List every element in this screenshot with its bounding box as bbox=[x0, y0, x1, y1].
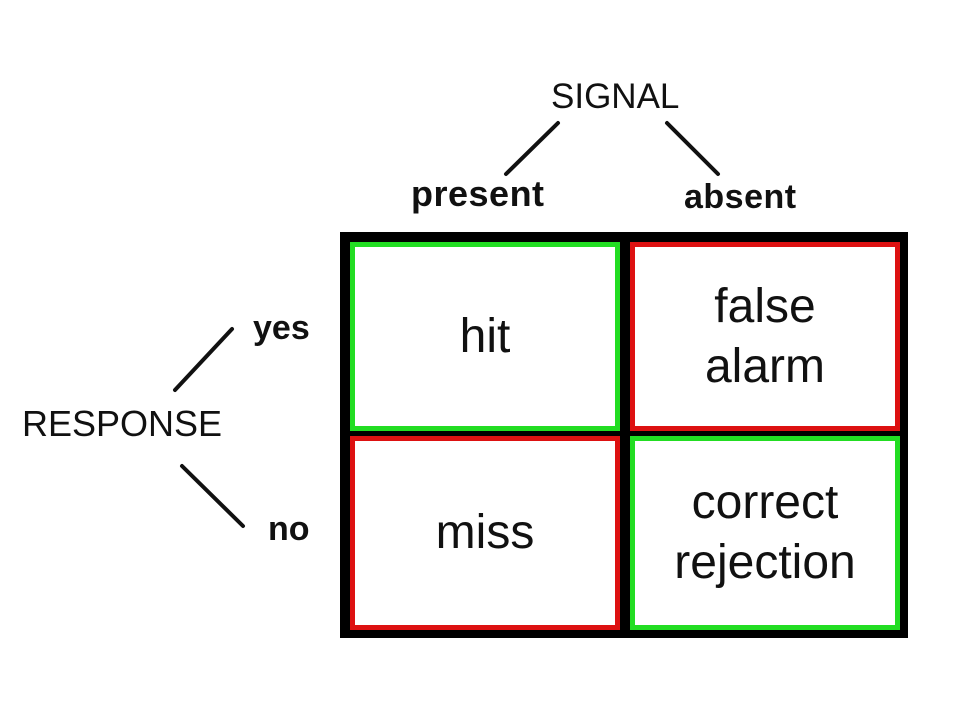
response-yes-connector bbox=[173, 327, 234, 392]
cell-correct-rejection-line-2: rejection bbox=[674, 536, 856, 589]
cell-correct-rejection-line-1: correct bbox=[691, 476, 839, 529]
response-label: RESPONSE bbox=[22, 403, 223, 444]
row-label-no: no bbox=[268, 510, 310, 548]
signal-absent-connector bbox=[665, 121, 720, 176]
cell-correct-rejection: correct rejection bbox=[630, 436, 900, 630]
cell-hit-text: hit bbox=[460, 307, 511, 367]
signal-present-connector bbox=[504, 121, 560, 176]
cell-miss-line-1: miss bbox=[435, 506, 535, 559]
cell-hit-line-1: hit bbox=[459, 309, 511, 363]
row-label-yes: yes bbox=[253, 309, 310, 347]
cell-false-alarm-text: false alarm bbox=[705, 277, 825, 397]
cell-miss-text: miss bbox=[436, 503, 535, 563]
outcome-matrix: hit false alarm miss correct rejection bbox=[340, 232, 908, 638]
response-no-connector bbox=[180, 464, 245, 528]
cell-false-alarm: false alarm bbox=[630, 242, 900, 431]
cell-hit: hit bbox=[350, 242, 620, 431]
cell-false-alarm-line-2: alarm bbox=[704, 339, 826, 393]
column-label-present: present bbox=[411, 173, 545, 214]
column-label-absent: absent bbox=[684, 178, 797, 216]
signal-label: SIGNAL bbox=[551, 77, 680, 116]
cell-miss: miss bbox=[350, 436, 620, 630]
cell-correct-rejection-text: correct rejection bbox=[674, 473, 855, 593]
cell-false-alarm-line-1: false bbox=[714, 279, 816, 333]
